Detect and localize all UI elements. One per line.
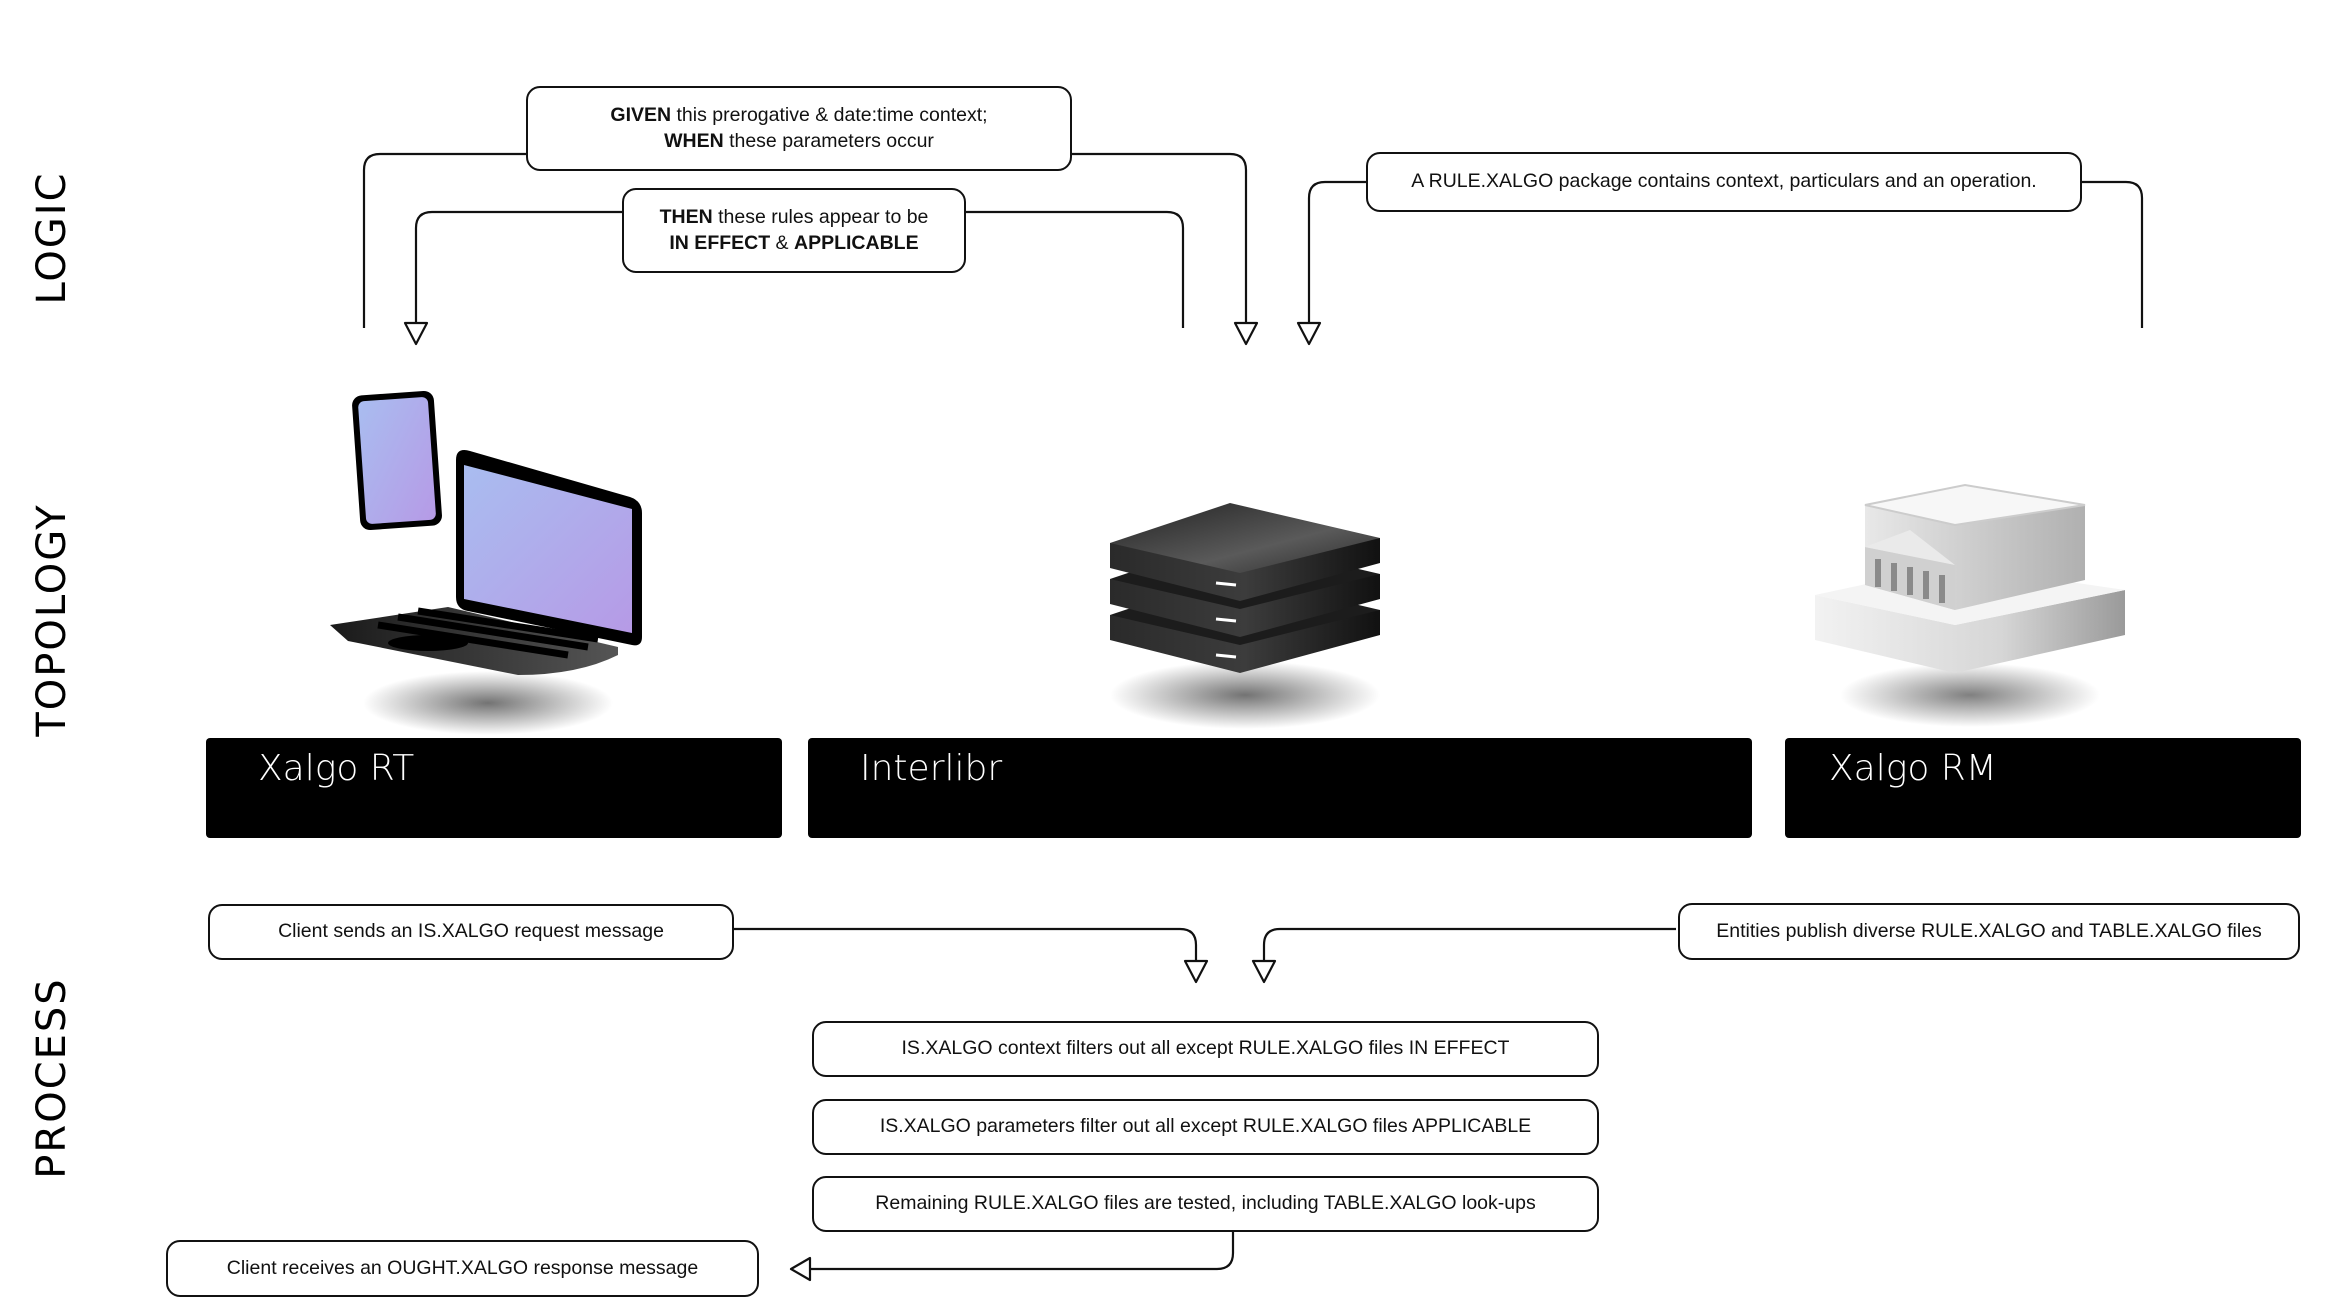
arrowhead xyxy=(1183,959,1209,984)
node-bar-xalgo-rt: Xalgo RT xyxy=(206,738,782,838)
then-text: these rules appear to be xyxy=(712,206,929,229)
node-label-xalgo-rt: Xalgo RT xyxy=(258,748,415,789)
node-bar-xalgo-rm: Xalgo RM xyxy=(1785,738,2301,838)
then-keyword: THEN xyxy=(659,206,713,229)
client-sends-text: Client sends an IS.XALGO request message xyxy=(278,920,664,943)
node-label-interlibr: Interlibr xyxy=(860,748,1003,789)
client-sends-box: Client sends an IS.XALGO request message xyxy=(208,904,734,960)
process-step-text: IS.XALGO parameters filter out all excep… xyxy=(879,1115,1532,1138)
given-when-box: GIVEN this prerogative & date:time conte… xyxy=(526,86,1072,171)
process-step-text: Remaining RULE.XALGO files are tested, i… xyxy=(875,1192,1536,1215)
in-effect-keyword: IN EFFECT xyxy=(669,231,771,254)
process-step-text: IS.XALGO context filters out all except … xyxy=(901,1037,1510,1060)
client-receives-box: Client receives an OUGHT.XALGO response … xyxy=(166,1240,759,1297)
process-step-effect: IS.XALGO context filters out all except … xyxy=(812,1021,1599,1077)
arrowhead xyxy=(789,1256,812,1282)
institution-building-icon xyxy=(1815,483,2125,727)
process-step-applicable: IS.XALGO parameters filter out all excep… xyxy=(812,1099,1599,1155)
entities-publish-box: Entities publish diverse RULE.XALGO and … xyxy=(1678,903,2300,960)
arrowhead xyxy=(1296,321,1322,346)
then-box: THEN these rules appear to be IN EFFECT … xyxy=(622,188,966,273)
arrowhead xyxy=(403,321,429,346)
node-bar-interlibr: Interlibr xyxy=(808,738,1752,838)
applicable-keyword: APPLICABLE xyxy=(793,231,919,254)
laptop-tablet-icon xyxy=(330,390,642,735)
server-stack-icon xyxy=(1110,503,1380,729)
package-note-text: A RULE.XALGO package contains context, p… xyxy=(1411,170,2037,193)
arrowhead xyxy=(1251,959,1277,984)
when-keyword: WHEN xyxy=(664,129,724,152)
arrowhead xyxy=(1233,321,1259,346)
package-note-box: A RULE.XALGO package contains context, p… xyxy=(1366,152,2082,212)
process-step-tested: Remaining RULE.XALGO files are tested, i… xyxy=(812,1176,1599,1232)
ampersand: & xyxy=(770,231,794,254)
client-receives-text: Client receives an OUGHT.XALGO response … xyxy=(226,1256,699,1279)
when-text: these parameters occur xyxy=(723,129,934,152)
given-keyword: GIVEN xyxy=(610,104,672,127)
entities-publish-text: Entities publish diverse RULE.XALGO and … xyxy=(1716,919,2262,942)
given-text: this prerogative & date:time context; xyxy=(671,104,988,127)
node-label-xalgo-rm: Xalgo RM xyxy=(1829,748,1997,789)
